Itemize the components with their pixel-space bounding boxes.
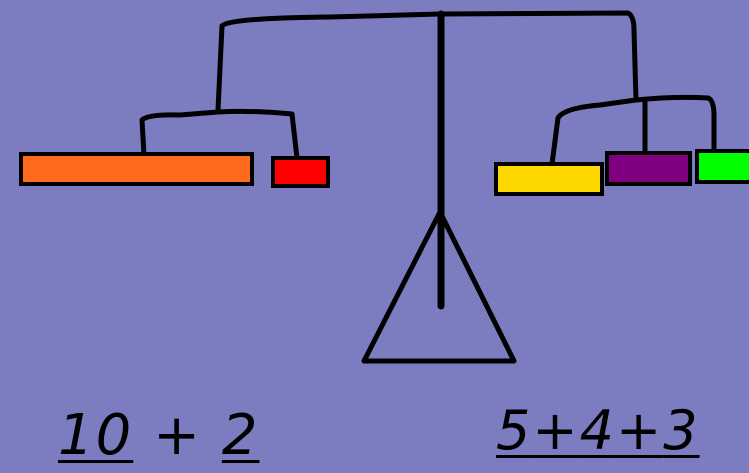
right-term-2: 4: [579, 399, 616, 462]
right-plus-2: +: [615, 399, 664, 462]
left-term-2: 2: [221, 403, 260, 468]
orange-bar: [19, 152, 254, 186]
yellow-bar: [494, 162, 604, 196]
left-plus-1: +: [153, 403, 202, 468]
green-bar: [695, 149, 749, 184]
scale-base-triangle: [361, 209, 517, 364]
right-term-3: 3: [663, 399, 700, 462]
red-bar: [271, 156, 330, 188]
right-hanger: [549, 94, 717, 167]
left-term-1: 10: [58, 403, 134, 468]
right-equation: 5+4+3: [496, 404, 700, 458]
right-plus-1: +: [532, 399, 580, 462]
left-hanger: [139, 23, 300, 161]
left-equation: 10 + 2: [58, 408, 259, 464]
right-term-1: 5: [496, 399, 533, 462]
purple-bar: [605, 151, 692, 186]
scale-beam: [219, 10, 639, 103]
